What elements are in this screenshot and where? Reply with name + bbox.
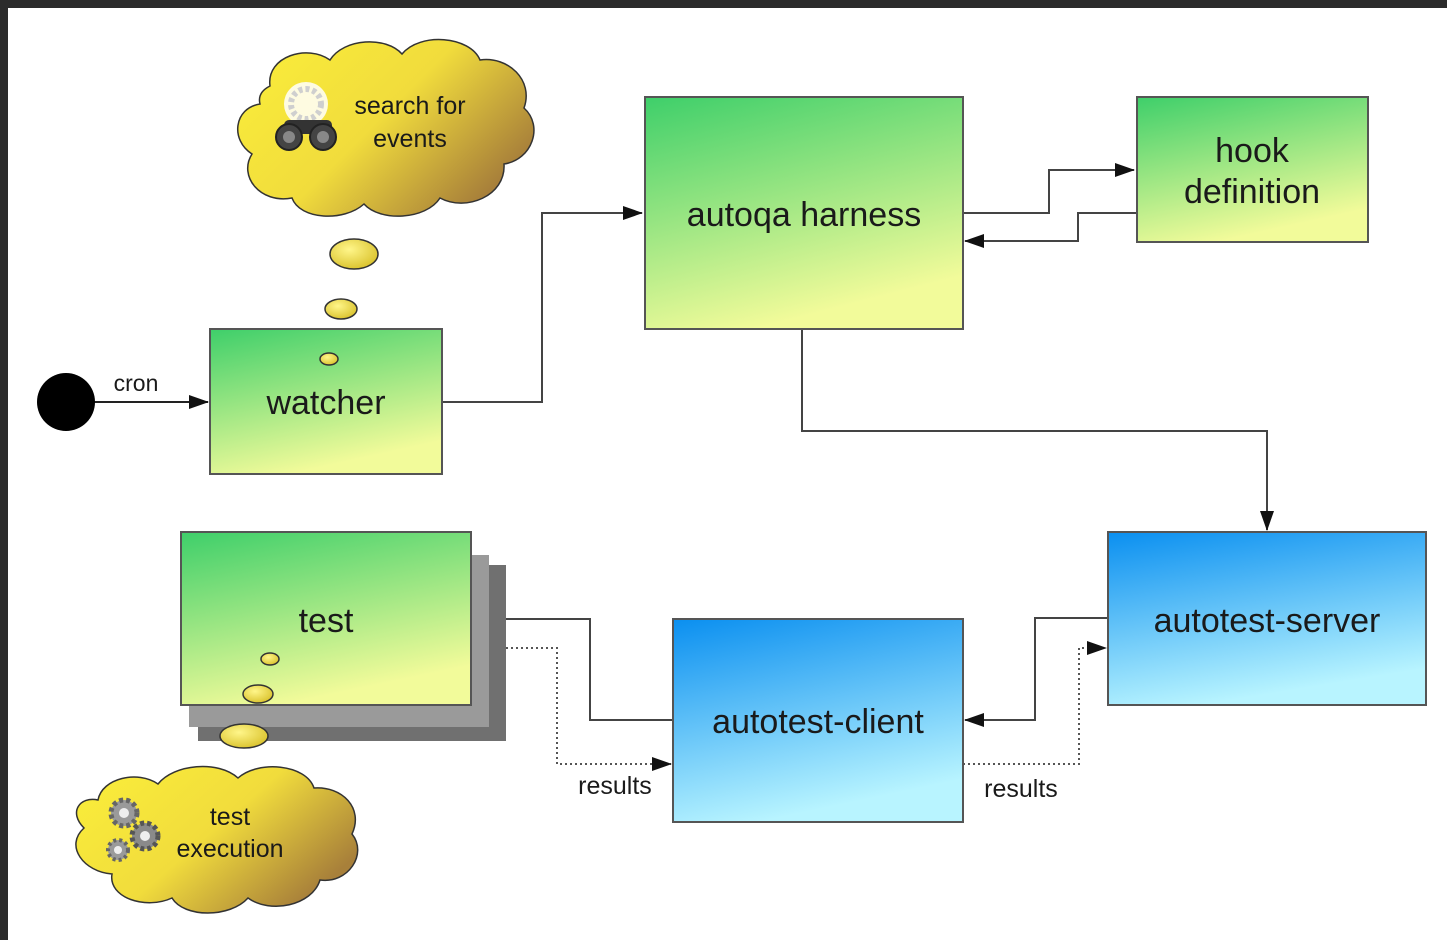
edge-client-to-test [471,612,673,721]
test-execution-cloud: test execution [75,765,359,914]
results-label-left: results [578,772,652,800]
start-node [37,373,95,431]
watcher-label: watcher [265,384,385,422]
autoqa-harness-label: autoqa harness [687,196,921,234]
autoqa-harness-node: autoqa harness [644,96,964,330]
edge-client-to-server-results [963,641,1107,765]
search-cloud-line1: search for [354,92,465,120]
edge-harness-to-hook [963,163,1135,214]
diagram-canvas: cron watcher autoqa harness hook definit… [8,8,1447,940]
edge-hook-to-harness [964,212,1136,248]
cron-label: cron [114,370,159,396]
autotest-client-node: autotest-client [672,618,964,823]
results-label-right: results [984,775,1058,803]
autotest-client-label: autotest-client [712,703,924,741]
binoculars-icon [275,82,337,151]
search-events-cloud: search for events [237,38,535,217]
exec-cloud-line1: test [210,803,250,831]
edge-watcher-to-harness [442,206,643,403]
test-execution-thought-bubbles [219,652,280,749]
autotest-server-node: autotest-server [1107,531,1427,706]
autotest-server-label: autotest-server [1154,602,1381,640]
search-thought-bubbles [319,238,379,366]
edge-harness-to-server [801,329,1274,531]
watcher-node: watcher [209,328,443,475]
hook-definition-node: hook definition [1136,96,1369,243]
exec-cloud-line2: execution [176,835,283,863]
test-node: test [180,531,506,741]
workflow-diagram: cron watcher autoqa harness hook definit… [37,38,1427,914]
test-label: test [299,602,354,640]
search-cloud-line2: events [373,125,447,153]
edge-server-to-client [964,617,1108,727]
hook-label-line2: definition [1184,173,1320,211]
hook-label-line1: hook [1215,132,1290,170]
gears-icon [106,797,161,862]
